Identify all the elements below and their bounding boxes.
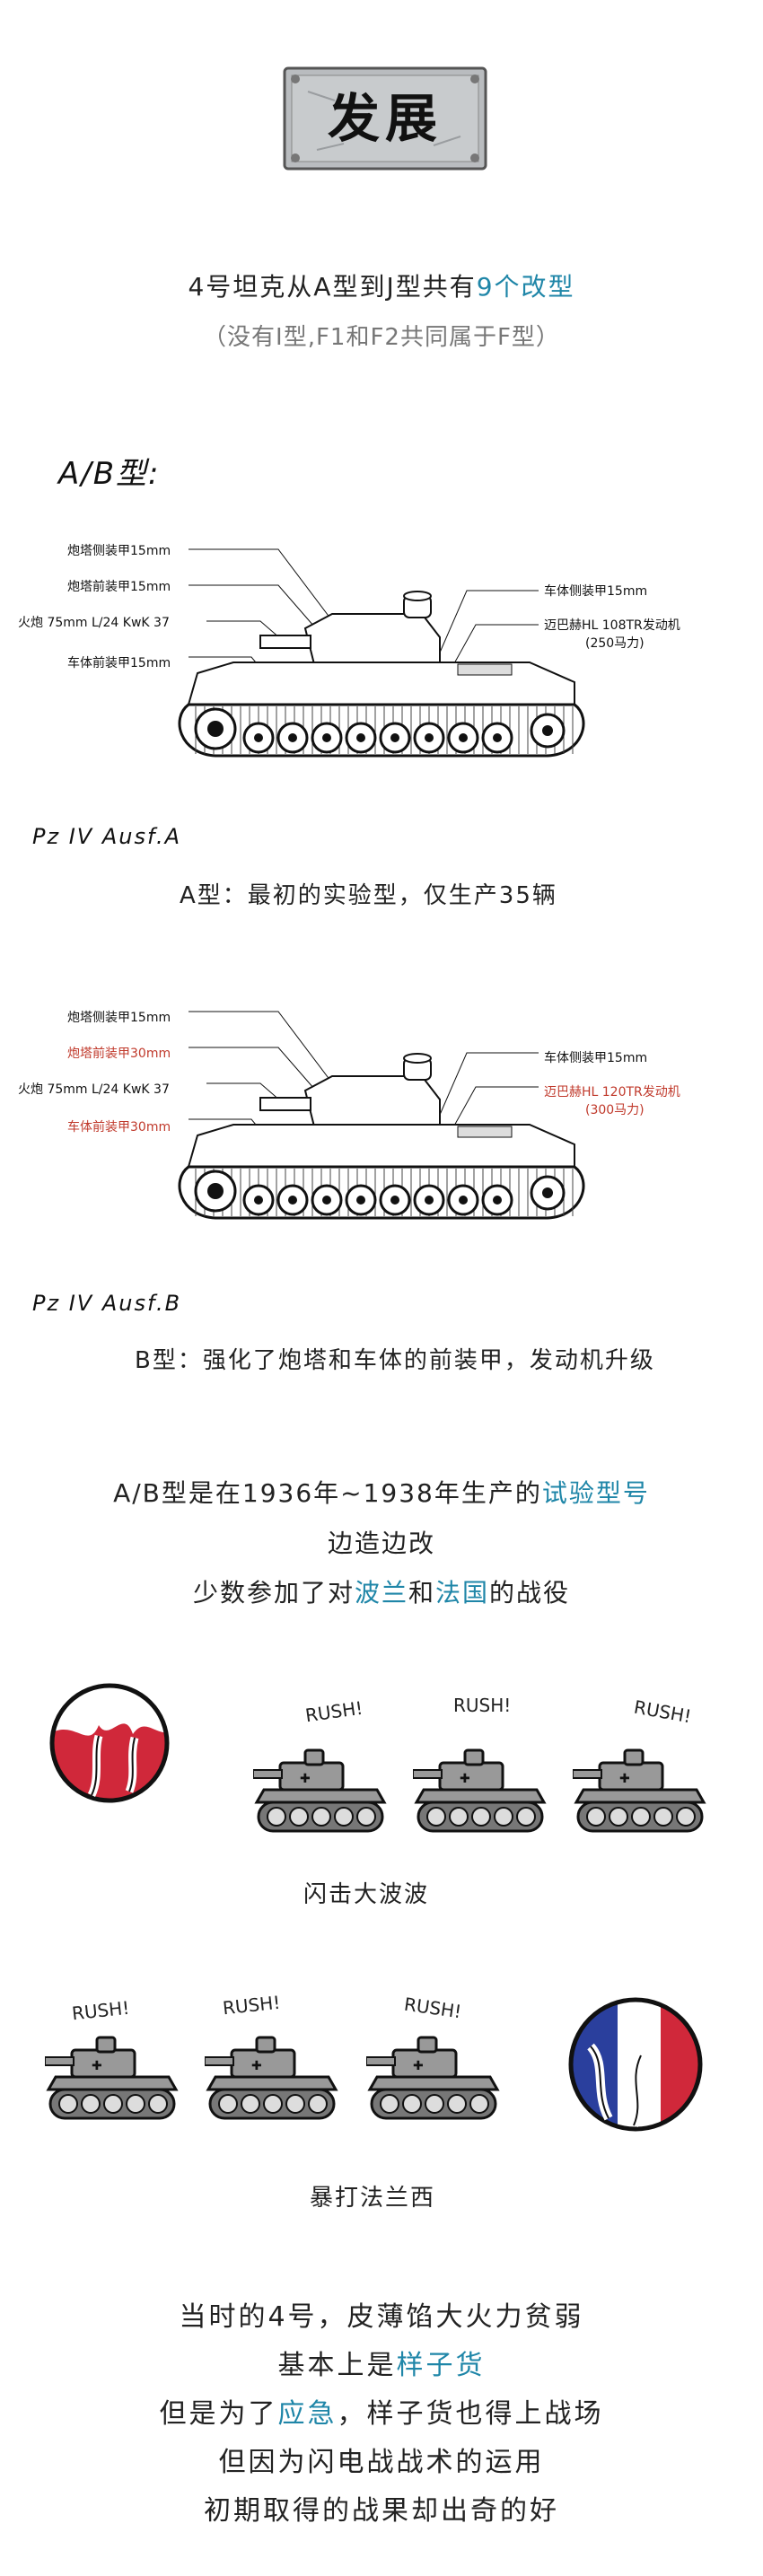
franceball-icon <box>568 1997 703 2132</box>
cartoon1-caption: 闪击大波波 <box>303 1881 430 1908</box>
history-line2: 边造边改 <box>327 1529 435 1558</box>
desc-a: A型：最初的实验型，仅生产35辆 <box>180 882 557 909</box>
closing-line3: 但是为了应急，样子货也得上战场 <box>0 2391 763 2431</box>
title-plate <box>283 66 487 171</box>
label-gun: 火炮 75mm L/24 KwK 37 <box>18 1082 170 1097</box>
label-engine: 迈巴赫HL 120TR发动机 <box>544 1085 680 1100</box>
cartoon-tank-icon: ✚ <box>205 2036 338 2120</box>
label-gun: 火炮 75mm L/24 KwK 37 <box>18 616 170 630</box>
history-text: 少数参加了对 <box>192 1578 355 1608</box>
label-hull-side: 车体侧装甲15mm <box>544 1051 648 1065</box>
page-title: 发展 <box>327 88 443 149</box>
desc-b: B型：强化了炮塔和车体的前装甲，发动机升级 <box>135 1347 655 1374</box>
france-highlight: 法国 <box>435 1578 490 1608</box>
polandball-icon <box>49 1683 170 1803</box>
cartoon-tank-icon: ✚ <box>366 2036 500 2120</box>
rush-label: RUSH! <box>70 1996 131 2025</box>
label-hull-side: 车体侧装甲15mm <box>544 584 648 599</box>
section-title: A/B型: <box>58 456 161 492</box>
intro-text: 4号坦克从A型到J型共有 <box>188 272 477 302</box>
label-engine-hp: (300马力) <box>585 1103 645 1117</box>
cartoon-tank-icon: ✚ <box>573 1748 706 1833</box>
label-turret-front: 炮塔前装甲30mm <box>67 1047 171 1061</box>
rush-label: RUSH! <box>453 1695 512 1716</box>
svg-text:✚: ✚ <box>92 2059 102 2073</box>
closing-line1: 当时的4号，皮薄馅大火力贫弱 <box>179 2301 584 2333</box>
history-line3: 少数参加了对波兰和法国的战役 <box>0 1573 763 1609</box>
history-line1: A/B型是在1936年~1938年生产的试验型号 <box>0 1474 763 1510</box>
rush-label: RUSH! <box>402 1993 463 2023</box>
svg-text:✚: ✚ <box>619 1772 630 1786</box>
rush-label: RUSH! <box>632 1695 693 1728</box>
cartoon2-caption: 暴打法兰西 <box>310 2185 436 2212</box>
cartoon-tank-icon: ✚ <box>253 1748 387 1833</box>
closing-text: 基本上是 <box>277 2350 397 2381</box>
model-name-a: Pz IV Ausf.A <box>32 824 182 849</box>
intro-highlight: 9个改型 <box>476 272 575 302</box>
poland-highlight: 波兰 <box>354 1578 408 1608</box>
closing-text: ，样子货也得上战场 <box>337 2398 604 2430</box>
history-text: 和 <box>408 1578 435 1608</box>
closing-line5: 初期取得的战果却出奇的好 <box>204 2495 559 2527</box>
history-text: A/B型是在1936年~1938年生产的 <box>113 1478 542 1508</box>
tank-b-diagram <box>178 1011 585 1220</box>
label-engine: 迈巴赫HL 108TR发动机 <box>544 618 680 633</box>
closing-highlight: 样子货 <box>396 2350 486 2381</box>
label-hull-front: 车体前装甲15mm <box>67 656 171 670</box>
cartoon-tank-icon: ✚ <box>45 2036 179 2120</box>
closing-line4: 但因为闪电战战术的运用 <box>218 2447 545 2478</box>
history-text: 的战役 <box>489 1578 571 1608</box>
intro-line2: （没有I型,F1和F2共同属于F型） <box>203 324 560 351</box>
cartoon-tank-icon: ✚ <box>413 1748 547 1833</box>
closing-highlight: 应急 <box>277 2398 338 2430</box>
label-engine-hp: (250马力) <box>585 636 645 651</box>
history-highlight: 试验型号 <box>541 1478 650 1508</box>
tank-a-diagram <box>178 548 585 758</box>
rush-label: RUSH! <box>303 1696 364 1727</box>
svg-text:✚: ✚ <box>300 1772 311 1786</box>
model-name-b: Pz IV Ausf.B <box>32 1291 182 1316</box>
rush-label: RUSH! <box>221 1991 282 2020</box>
label-turret-side: 炮塔侧装甲15mm <box>67 544 171 558</box>
label-hull-front: 车体前装甲30mm <box>67 1120 171 1135</box>
svg-text:✚: ✚ <box>460 1772 470 1786</box>
label-turret-side: 炮塔侧装甲15mm <box>67 1011 171 1025</box>
intro-line1: 4号坦克从A型到J型共有9个改型 <box>0 267 763 303</box>
svg-text:✚: ✚ <box>413 2059 424 2073</box>
closing-text: 但是为了 <box>159 2398 278 2430</box>
svg-text:✚: ✚ <box>251 2059 262 2073</box>
label-turret-front: 炮塔前装甲15mm <box>67 580 171 594</box>
closing-line2: 基本上是样子货 <box>0 2343 763 2382</box>
